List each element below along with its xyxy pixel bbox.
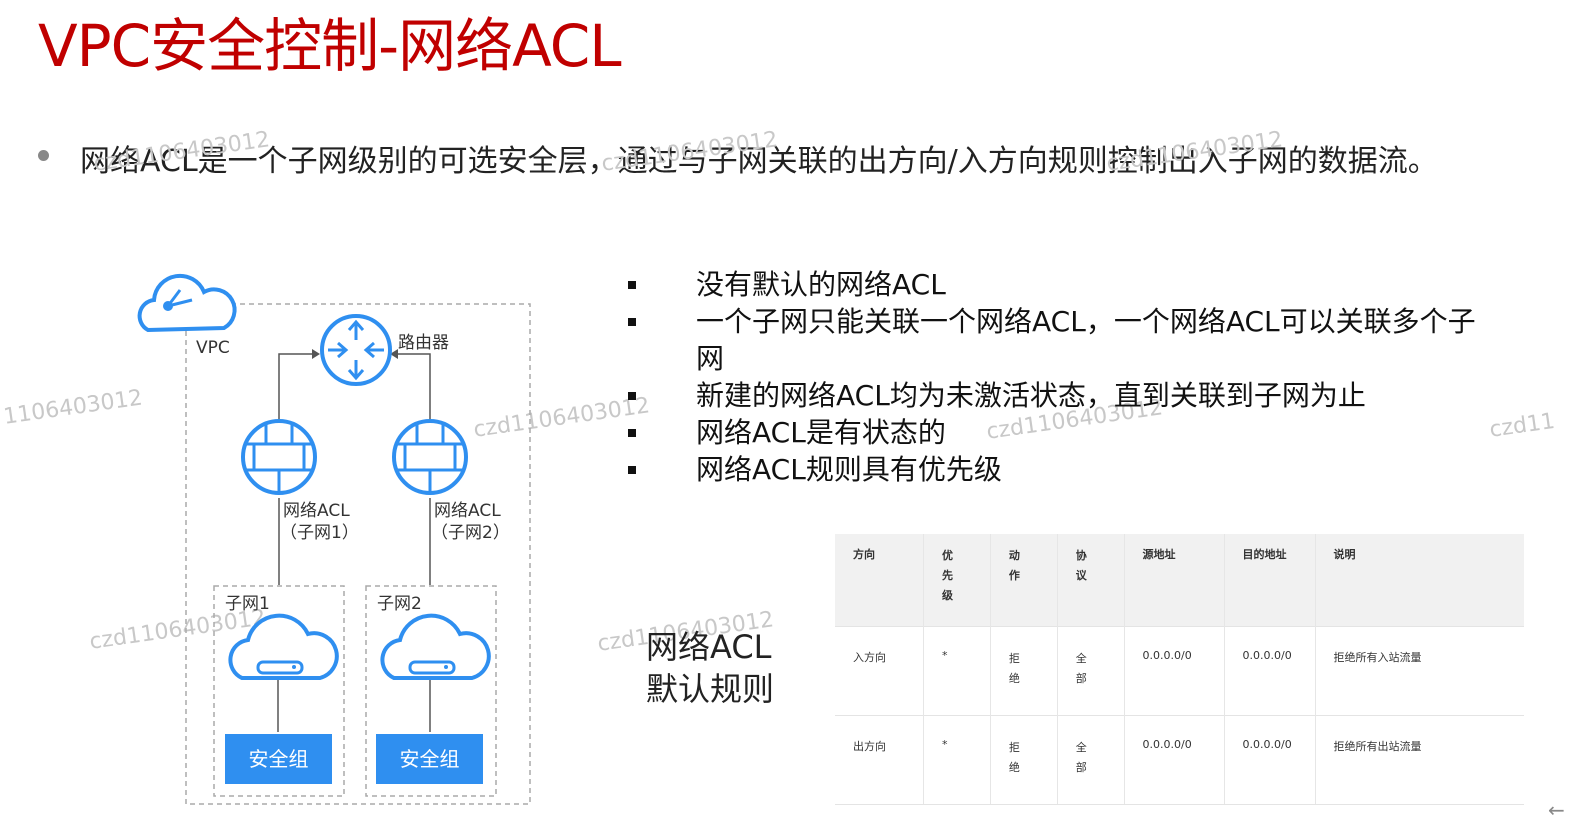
- table-cell: 拒绝所有入站流量: [1315, 626, 1524, 716]
- square-bullet-icon: [628, 392, 636, 400]
- table-header-row: 方向 优先级 动作 协议 源地址 目的地址 说明: [835, 534, 1524, 627]
- acl1-sublabel: （子网1）: [280, 523, 359, 543]
- firewall-icon: [241, 419, 317, 495]
- feature-bullet: 没有默认的网络ACL: [626, 266, 1526, 303]
- security-group-2: 安全组: [376, 734, 483, 784]
- table-cell: 全部: [1057, 626, 1125, 716]
- subnet-cloud-icon: [380, 613, 491, 680]
- table-cell: 0.0.0.0/0: [1224, 715, 1316, 805]
- default-rules-table: 方向 优先级 动作 协议 源地址 目的地址 说明 入方向 * 拒绝 全部 0.0…: [835, 534, 1524, 805]
- square-bullet-icon: [628, 318, 636, 326]
- main-bullet-text: 网络ACL是一个子网级别的可选安全层，通过与子网关联的出方向/入方向规则控制出入…: [80, 144, 1438, 179]
- vpc-network-diagram: [137, 273, 531, 805]
- acl2-label: 网络ACL: [434, 501, 501, 521]
- table-cell: 0.0.0.0/0: [1124, 626, 1225, 716]
- column-header: 协议: [1057, 534, 1125, 627]
- square-bullet-icon: [628, 429, 636, 437]
- acl1-label: 网络ACL: [283, 501, 350, 521]
- security-group-1: 安全组: [225, 734, 332, 784]
- table-cell: 0.0.0.0/0: [1124, 715, 1225, 805]
- column-header: 说明: [1315, 534, 1524, 627]
- subnet2-label: 子网2: [377, 594, 422, 614]
- caption-line: 默认规则: [646, 670, 775, 708]
- vpc-boundary: [185, 303, 531, 805]
- table-row: 出方向 * 拒绝 全部 0.0.0.0/0 0.0.0.0/0 拒绝所有出站流量: [835, 715, 1524, 805]
- column-header: 优先级: [923, 534, 991, 627]
- caption-line: 网络ACL: [646, 628, 772, 666]
- table-cell: *: [923, 626, 991, 716]
- table-cell: 拒绝: [990, 626, 1058, 716]
- feature-bullet: 一个子网只能关联一个网络ACL，一个网络ACL可以关联多个子网: [626, 303, 1476, 377]
- table-cell: 0.0.0.0/0: [1224, 626, 1316, 716]
- vpc-cloud-icon: [137, 273, 237, 333]
- bullet-dot: [38, 150, 49, 161]
- subnet1-label: 子网1: [225, 594, 270, 614]
- back-arrow-icon[interactable]: ←: [1548, 798, 1565, 822]
- subnet-cloud-icon: [228, 613, 339, 680]
- table-caption: 网络ACL 默认规则: [646, 626, 774, 710]
- firewall-icon: [392, 419, 468, 495]
- table-cell: *: [923, 715, 991, 805]
- feature-bullet: 新建的网络ACL均为未激活状态，直到关联到子网为止: [626, 377, 1526, 414]
- table-cell: 全部: [1057, 715, 1125, 805]
- router-icon: [320, 314, 392, 386]
- column-header: 方向: [835, 534, 924, 627]
- table-cell: 拒绝所有出站流量: [1315, 715, 1524, 805]
- square-bullet-icon: [628, 466, 636, 474]
- vpc-label: VPC: [196, 338, 230, 358]
- acl2-sublabel: （子网2）: [431, 523, 510, 543]
- router-label: 路由器: [398, 333, 449, 353]
- column-header: 动作: [990, 534, 1058, 627]
- slide-title: VPC安全控制-网络ACL: [38, 12, 622, 80]
- feature-bullet: 网络ACL是有状态的: [626, 414, 1526, 451]
- square-bullet-icon: [628, 281, 636, 289]
- connection-lines: [277, 353, 431, 732]
- table-row: 入方向 * 拒绝 全部 0.0.0.0/0 0.0.0.0/0 拒绝所有入站流量: [835, 626, 1524, 716]
- column-header: 目的地址: [1224, 534, 1316, 627]
- column-header: 源地址: [1124, 534, 1225, 627]
- table-cell: 拒绝: [990, 715, 1058, 805]
- subnet2-boundary: [365, 585, 497, 797]
- feature-bullet: 网络ACL规则具有优先级: [626, 451, 1526, 488]
- subnet1-boundary: [213, 585, 345, 797]
- table-cell: 入方向: [835, 626, 924, 716]
- table-cell: 出方向: [835, 715, 924, 805]
- feature-bullet-list: 没有默认的网络ACL 一个子网只能关联一个网络ACL，一个网络ACL可以关联多个…: [626, 266, 1526, 488]
